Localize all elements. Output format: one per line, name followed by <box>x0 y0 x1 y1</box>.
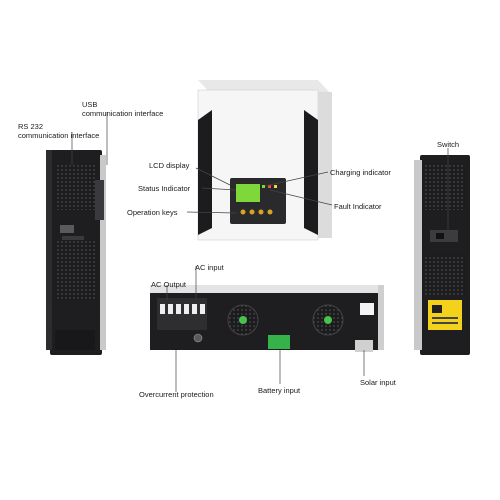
breaker-icon <box>193 333 203 343</box>
key-icon <box>249 209 255 215</box>
fault-label: Fault Indicator <box>334 202 382 211</box>
warning-label <box>428 300 462 330</box>
usb-label-line1: USB <box>82 100 98 109</box>
lcd-label: LCD display <box>149 161 190 170</box>
battery-terminal <box>268 335 290 349</box>
usb-label: USB communication interface <box>82 100 163 118</box>
bottom-unit <box>150 285 384 352</box>
ac-terminal-block <box>157 298 207 330</box>
ac-input-label: AC input <box>195 263 224 272</box>
charging-label: Charging indicator <box>330 168 391 177</box>
usb-label-line2: communication interface <box>82 109 164 118</box>
fault-led-icon <box>268 185 271 188</box>
rs232-label-line2: communication interface <box>18 131 100 140</box>
battery-label: Battery input <box>258 386 301 395</box>
operation-label: Operation keys <box>127 208 178 217</box>
solar-label: Solar input <box>360 378 396 387</box>
rs232-port-icon <box>62 236 84 240</box>
solar-terminal <box>355 340 373 352</box>
right-side-unit <box>414 155 470 355</box>
charging-led-icon <box>262 185 265 188</box>
lcd-screen <box>236 184 260 202</box>
overcurrent-label: Overcurrent protection <box>139 390 214 399</box>
status-led-icon <box>274 185 277 188</box>
key-icon <box>258 209 264 215</box>
front-unit <box>197 80 332 241</box>
left-side-unit <box>46 150 106 355</box>
ac-output-label: AC Output <box>151 280 187 289</box>
status-label: Status Indicator <box>138 184 191 193</box>
rs232-label: RS 232 communication interface <box>18 122 99 140</box>
usb-port-icon <box>60 225 74 233</box>
callout-lines <box>71 112 449 392</box>
switch-label: Switch <box>437 140 460 149</box>
key-icon <box>240 209 246 215</box>
key-icon <box>267 209 273 215</box>
rs232-label-line1: RS 232 <box>18 122 44 131</box>
warning-triangle-icon <box>360 303 374 315</box>
